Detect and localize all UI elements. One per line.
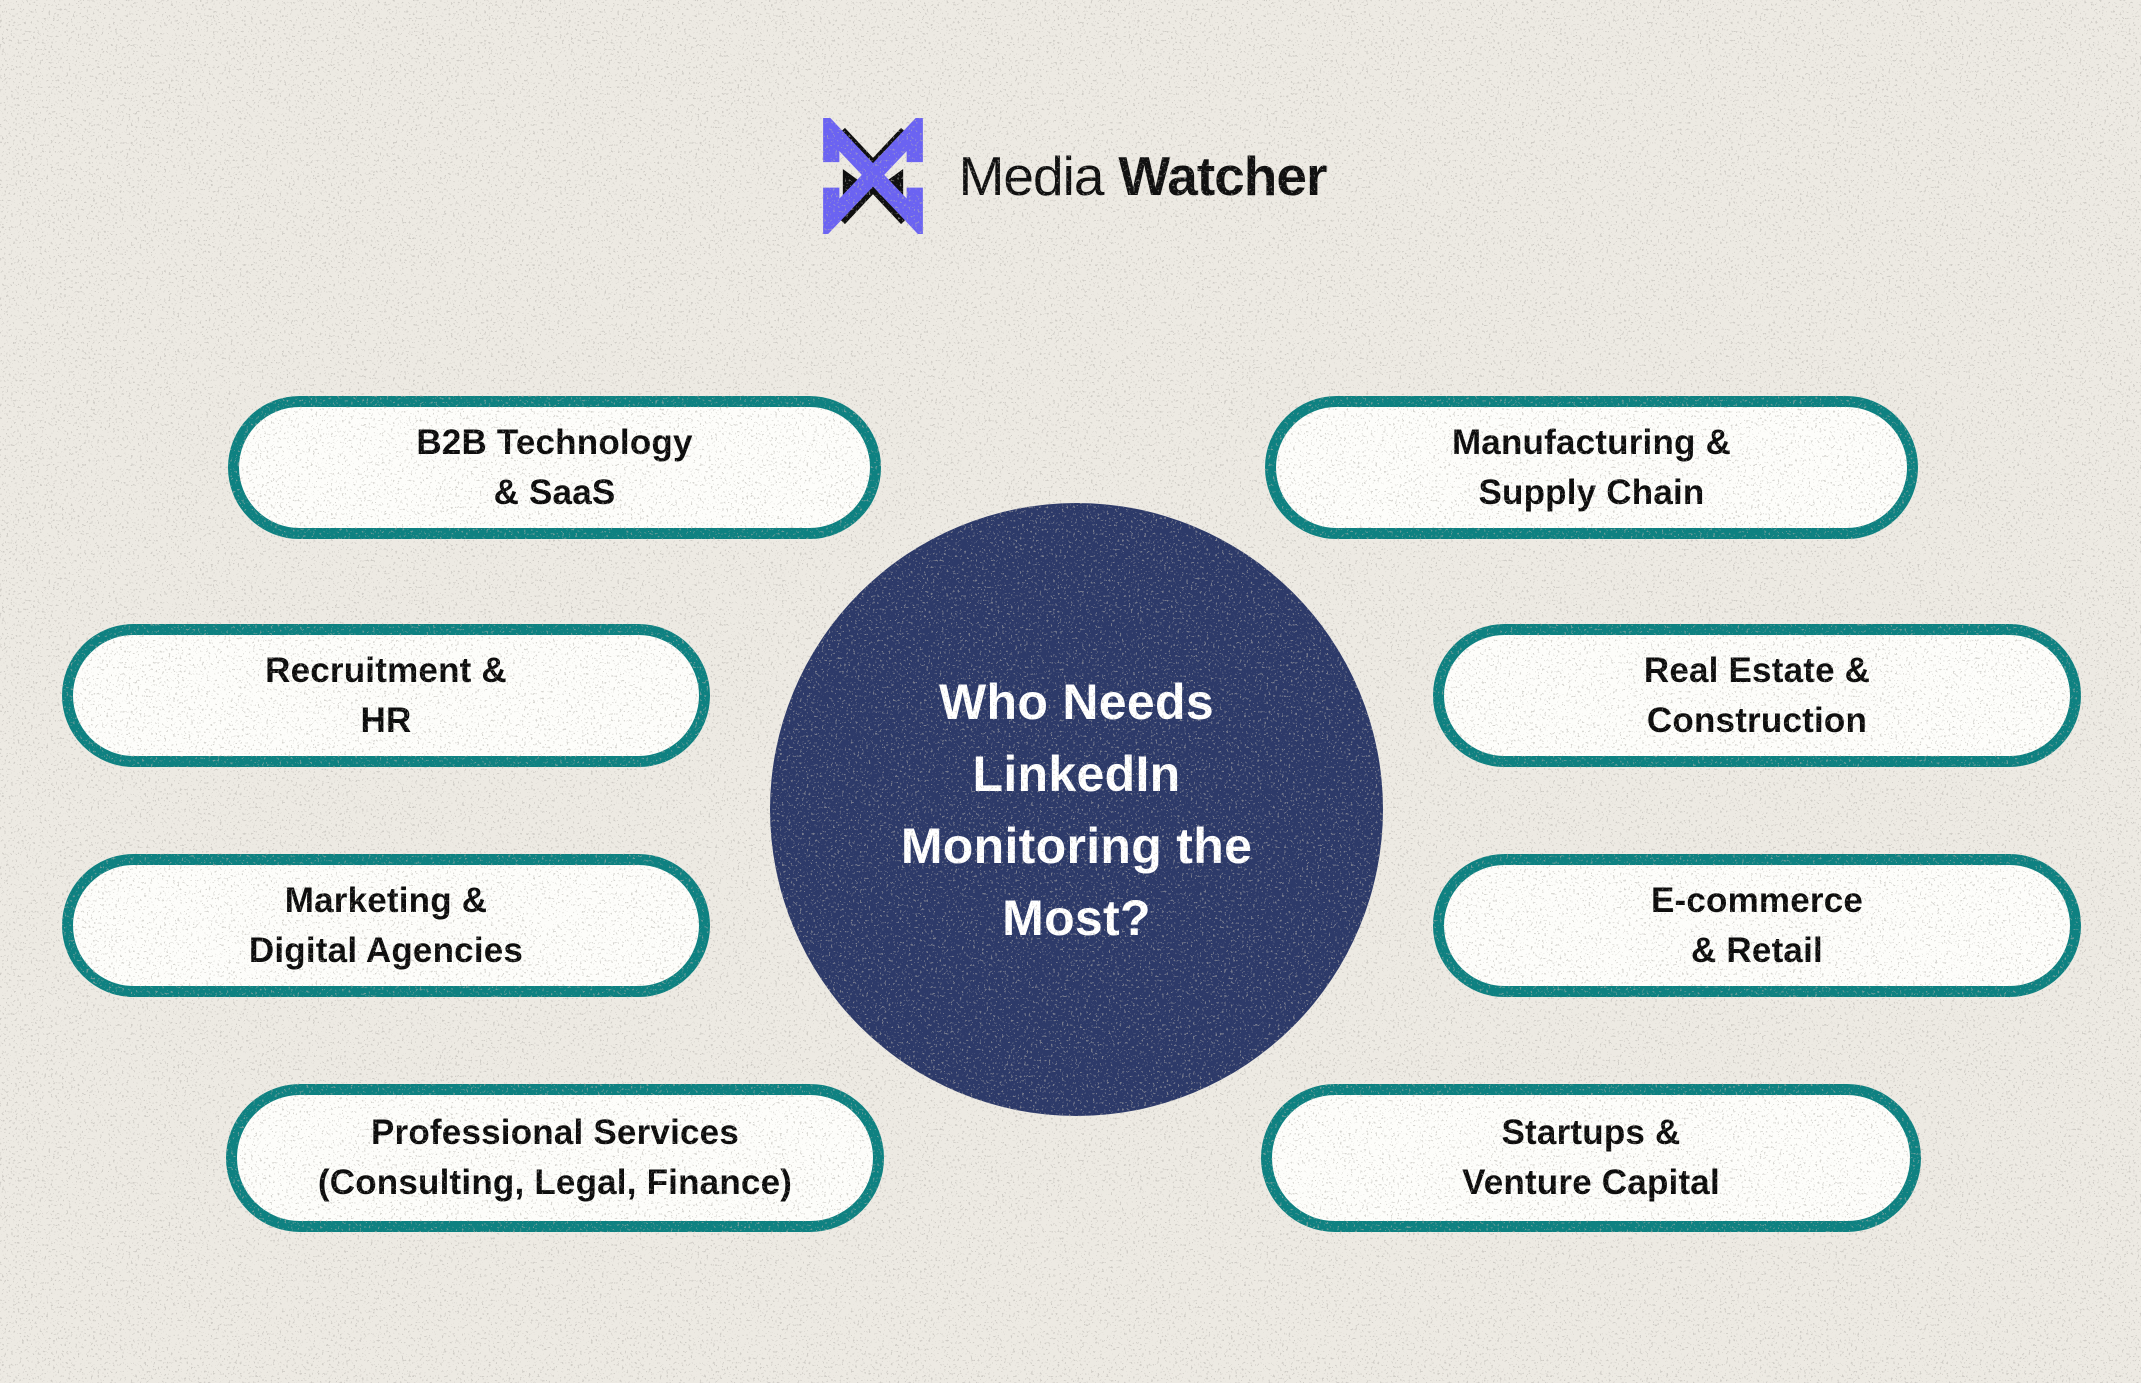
pill-label: Marketing & Digital Agencies [248, 880, 524, 970]
pill-label: Recruitment & HR [265, 650, 507, 740]
brand-name-bold: Watcher [1118, 145, 1327, 207]
industry-pill-recruitment-hr: Recruitment & HR [62, 624, 710, 767]
pill-label: E-commerce & Retail [1650, 880, 1864, 970]
pill-label: B2B Technology & SaaS [416, 422, 693, 512]
pill-label: Manufacturing & Supply Chain [1451, 422, 1732, 512]
crossed-arrows-x-icon [822, 118, 923, 234]
industry-pill-ecommerce-retail: E-commerce & Retail [1433, 854, 2081, 997]
pill-label: Professional Services (Consulting, Legal… [317, 1113, 793, 1202]
question-line: Most? [1002, 889, 1151, 946]
industry-pill-marketing-digital-agencies: Marketing & Digital Agencies [62, 854, 710, 997]
central-question-text: Who Needs LinkedIn Monitoring the Most? [901, 666, 1252, 954]
industry-pill-real-estate-construction: Real Estate & Construction [1433, 624, 2081, 767]
central-question-circle: Who Needs LinkedIn Monitoring the Most? [770, 503, 1383, 1116]
brand-name: Media Watcher [958, 118, 1328, 234]
industry-pill-professional-services: Professional Services (Consulting, Legal… [226, 1084, 884, 1232]
industry-pill-manufacturing-supply-chain: Manufacturing & Supply Chain [1265, 396, 1918, 539]
industry-pill-startups-venture-capital: Startups & Venture Capital [1261, 1084, 1921, 1232]
question-line: Monitoring the [900, 817, 1253, 874]
industry-pill-b2b-technology-saas: B2B Technology & SaaS [228, 396, 881, 539]
brand-name-regular: Media [958, 145, 1105, 207]
pill-label: Startups & Venture Capital [1462, 1113, 1720, 1202]
brand-logo: Media Watcher [0, 118, 2141, 234]
question-line: Who Needs [939, 673, 1214, 730]
question-line: LinkedIn [972, 745, 1181, 802]
pill-label: Real Estate & Construction [1643, 650, 1871, 740]
